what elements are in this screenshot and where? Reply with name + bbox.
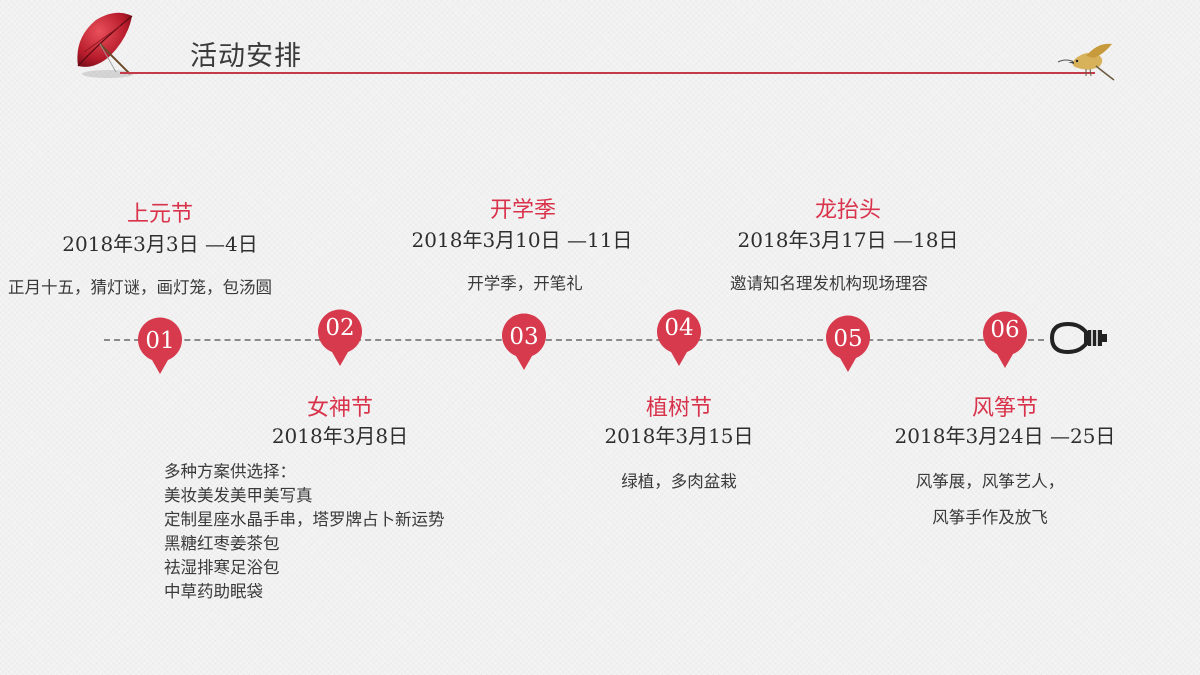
event-05-title: 龙抬头	[814, 198, 881, 223]
event-05-desc: 邀请知名理发机构现场理容	[730, 274, 928, 293]
event-04-date: 2018年3月15日	[604, 424, 754, 448]
event-03-desc: 开学季，开笔礼	[467, 274, 583, 293]
event-06-number: 06	[990, 317, 1020, 343]
event-06-title: 风筝节	[971, 396, 1038, 421]
event-04-title: 植树节	[645, 396, 712, 421]
event-02-desc-line: 定制星座水晶手串，塔罗牌占卜新运势	[164, 510, 445, 529]
event-06-marker: 06	[980, 308, 1030, 370]
event-05-marker: 05	[823, 312, 873, 374]
event-02-title: 女神节	[306, 396, 373, 421]
event-02-desc-line: 祛湿排寒足浴包	[164, 558, 280, 577]
page-title: 活动安排	[190, 41, 302, 72]
event-02-desc: 多种方案供选择： 美妆美发美甲美写真 定制星座水晶手串，塔罗牌占卜新运势 黑糖红…	[164, 460, 445, 604]
event-02-desc-line: 中草药助眠袋	[164, 582, 263, 601]
event-06-desc-line: 风筝展，风筝艺人，	[915, 472, 1065, 491]
event-01-date: 2018年3月3日 —4日	[62, 232, 258, 256]
event-02-desc-line: 美妆美发美甲美写真	[164, 486, 313, 505]
event-03-number: 03	[509, 324, 539, 350]
event-04-number: 04	[664, 315, 694, 341]
event-02-marker: 02	[315, 306, 365, 368]
event-01-number: 01	[145, 328, 175, 354]
lightbulb-icon	[1049, 321, 1107, 355]
event-05-date: 2018年3月17日 —18日	[737, 228, 959, 252]
bird-icon	[1057, 43, 1115, 81]
event-04-marker: 04	[654, 306, 704, 368]
event-02-desc-line: 多种方案供选择：	[164, 462, 296, 481]
event-05-number: 05	[833, 326, 863, 352]
header-rule	[120, 72, 1095, 74]
umbrella-icon	[77, 12, 134, 78]
event-02-date: 2018年3月8日	[271, 424, 409, 448]
event-03-date: 2018年3月10日 —11日	[411, 228, 633, 252]
event-03-title: 开学季	[489, 198, 556, 223]
event-02-desc-line: 黑糖红枣姜茶包	[164, 534, 280, 553]
event-06-date: 2018年3月24日 —25日	[894, 424, 1116, 448]
event-03-marker: 03	[499, 310, 549, 372]
event-01-title: 上元节	[126, 202, 193, 227]
event-01-marker: 01	[135, 314, 185, 376]
event-06-desc-line: 风筝手作及放飞	[932, 508, 1048, 527]
timeline-line	[104, 339, 1044, 341]
event-01-desc: 正月十五，猜灯谜，画灯笼，包汤圆	[8, 278, 272, 297]
event-02-number: 02	[325, 315, 355, 341]
event-04-desc: 绿植，多肉盆栽	[621, 472, 737, 491]
